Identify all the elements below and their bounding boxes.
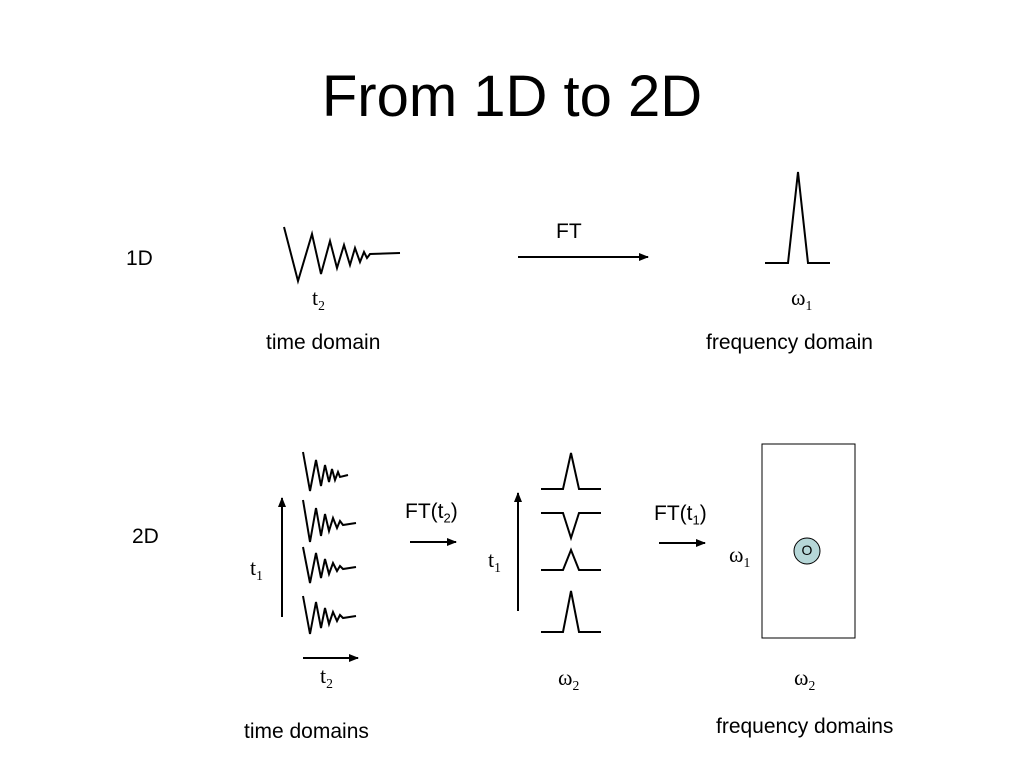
spectrum-2d-frame (761, 443, 856, 639)
ft-label-1d: FT (556, 220, 582, 243)
fid-signal (302, 595, 357, 635)
frequency-domains-caption: frequency domains (716, 715, 894, 738)
fid-stack (302, 451, 357, 635)
cross-peak-label: O (801, 542, 813, 558)
t1-axis-label-mid: t1 (488, 547, 501, 575)
spectrum-peak (541, 547, 601, 571)
t2-axis-label-2d: t2 (320, 663, 333, 691)
fid-signal (302, 546, 357, 584)
fid-signal (302, 499, 357, 543)
spectrum-peak-inverted (541, 512, 601, 542)
ft-t1-label: FT(t1) (654, 502, 707, 528)
t1-axis-label-left: t1 (250, 555, 263, 583)
frequency-domain-caption: frequency domain (706, 331, 873, 354)
spectrum-peak (541, 590, 601, 633)
fid-signal (302, 451, 349, 492)
fid-signal-1d (283, 226, 401, 285)
intermediate-spectra (541, 452, 601, 633)
spectrum-peak (541, 452, 601, 490)
row-label-1d: 1D (126, 247, 153, 270)
t2-axis-label-1d: t2 (312, 285, 325, 313)
frequency-peak-1d (765, 171, 830, 264)
omega2-axis-label-right: ω2 (794, 665, 816, 693)
omega2-axis-label-mid: ω2 (558, 665, 580, 693)
omega1-axis-label-2d: ω1 (729, 542, 751, 570)
page-title: From 1D to 2D (321, 64, 703, 129)
time-domains-caption: time domains (244, 720, 369, 743)
row-label-2d: 2D (132, 525, 159, 548)
omega1-axis-label-1d: ω1 (791, 285, 813, 313)
time-domain-caption: time domain (266, 331, 381, 354)
cross-peak (793, 537, 821, 565)
ft-t2-label: FT(t2) (405, 500, 458, 526)
